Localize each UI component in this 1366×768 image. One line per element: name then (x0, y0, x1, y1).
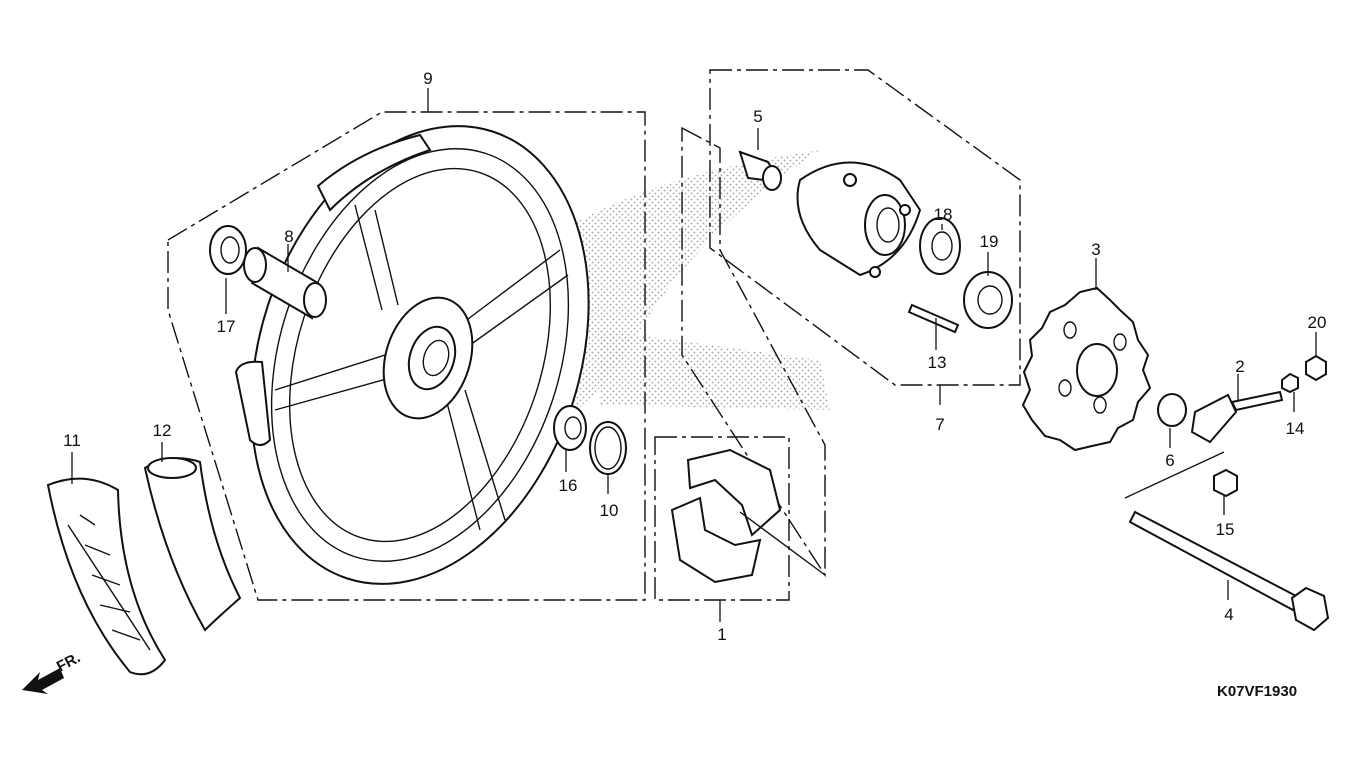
callout-7: 7 (935, 415, 944, 434)
callout-16: 16 (559, 476, 578, 495)
callout-19: 19 (980, 232, 999, 251)
cast-wheel (234, 125, 590, 585)
bearing-17 (209, 225, 247, 275)
bearing-16 (553, 405, 587, 451)
callout-2: 2 (1235, 357, 1244, 376)
wheel-damper-rubbers (670, 448, 826, 584)
o-ring (589, 421, 627, 475)
callout-15: 15 (1216, 520, 1235, 539)
callout-20: 20 (1308, 313, 1327, 332)
tire (46, 477, 167, 676)
callout-8: 8 (284, 227, 293, 246)
nut-20 (1305, 354, 1327, 382)
chain-adjuster (1190, 390, 1284, 444)
diagram-code: K07VF1930 (1217, 683, 1297, 700)
callout-13: 13 (928, 353, 947, 372)
sprocket-hub (796, 161, 922, 278)
callout-4: 4 (1224, 605, 1233, 624)
hub-explode-outline (681, 126, 826, 578)
tube (143, 457, 242, 632)
callout-6: 6 (1165, 451, 1174, 470)
front-direction-arrow-icon (22, 668, 64, 694)
rear-axle (1128, 510, 1330, 632)
leader-lines (71, 88, 1317, 622)
driven-sprocket (1021, 286, 1152, 452)
callout-9: 9 (423, 69, 432, 88)
callout-1: 1 (717, 625, 726, 644)
side-collar (1157, 393, 1187, 427)
callout-14: 14 (1286, 419, 1305, 438)
stud-bolt (907, 303, 960, 334)
nut-14 (1281, 372, 1299, 394)
distance-collar (243, 246, 327, 320)
hub-collar (738, 150, 782, 191)
callout-17: 17 (217, 317, 236, 336)
callout-labels: 1 2 3 4 5 6 7 8 9 10 11 12 13 14 15 16 1… (63, 69, 1326, 644)
callout-12: 12 (153, 421, 172, 440)
callout-18: 18 (934, 205, 953, 224)
bearing-19 (963, 271, 1013, 329)
hub-group-outline (709, 69, 1021, 386)
callout-10: 10 (600, 501, 619, 520)
damper-group-outline (654, 436, 790, 601)
callout-5: 5 (753, 107, 762, 126)
bearing-18 (919, 217, 961, 275)
callout-11: 11 (63, 431, 81, 450)
callout-3: 3 (1091, 240, 1100, 259)
wheel-group-outline (167, 111, 646, 601)
nut-15 (1213, 468, 1238, 498)
